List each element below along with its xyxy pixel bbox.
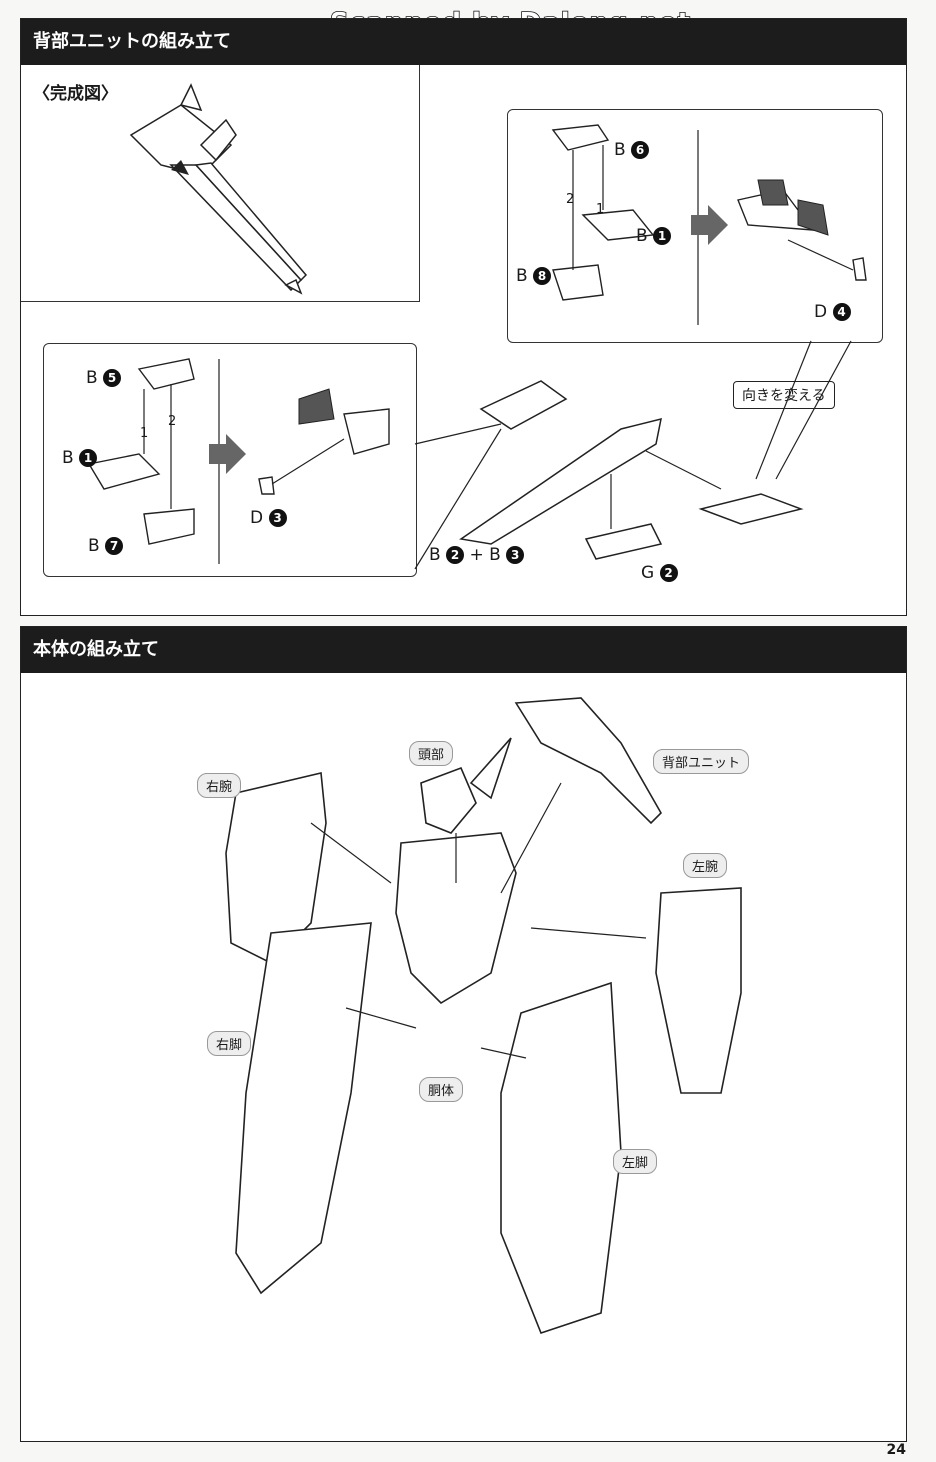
lower-step-illustration [87, 358, 390, 564]
part-b7: B 7 [88, 536, 124, 556]
label-left-leg: 左脚 [613, 1149, 658, 1174]
label-back-unit: 背部ユニット [653, 749, 750, 774]
step-1-marker-lower: 1 [140, 426, 149, 441]
body-assembly-illustration [225, 697, 742, 1334]
label-left-arm: 左腕 [683, 853, 728, 878]
step-2-marker-upper: 2 [566, 192, 575, 207]
part-b6: B 6 [614, 140, 650, 160]
label-torso: 胴体 [419, 1077, 464, 1102]
part-b1-upper: B 1 [636, 226, 672, 246]
label-right-leg: 右脚 [207, 1031, 252, 1056]
part-b2-b3: B 2 + B 3 [429, 545, 525, 565]
change-direction-callout: 向きを変える [733, 381, 835, 409]
step-box-lower: B 5 B 1 B 7 D 3 1 2 [43, 343, 417, 577]
part-b5: B 5 [86, 368, 122, 388]
step-2-marker-lower: 2 [168, 414, 177, 429]
label-head: 頭部 [409, 741, 454, 766]
completed-view-box: 〈完成図〉 [21, 65, 420, 302]
page-number: 24 [886, 1442, 906, 1458]
back-unit-section: 背部ユニットの組み立て 〈完成図〉 [20, 18, 907, 616]
back-unit-title: 背部ユニットの組み立て [21, 19, 906, 65]
part-d3: D 3 [250, 508, 287, 528]
part-b1-lower: B 1 [62, 448, 98, 468]
body-assembly-title: 本体の組み立て [21, 627, 906, 673]
completed-label: 〈完成図〉 [33, 84, 118, 104]
part-b8: B 8 [516, 266, 552, 286]
step-box-upper: B 6 B 1 B 8 D 4 2 1 [507, 109, 883, 343]
step-1-marker-upper: 1 [596, 202, 605, 217]
center-assembly-illustration [414, 340, 852, 570]
label-right-arm: 右腕 [197, 773, 242, 798]
upper-step-illustration [551, 124, 867, 325]
part-d4: D 4 [814, 302, 851, 322]
part-g2: G 2 [641, 563, 678, 583]
completed-unit-illustration [129, 83, 308, 295]
body-assembly-section: 本体の組み立て 頭部 背部ユニット 右 [20, 626, 907, 1442]
